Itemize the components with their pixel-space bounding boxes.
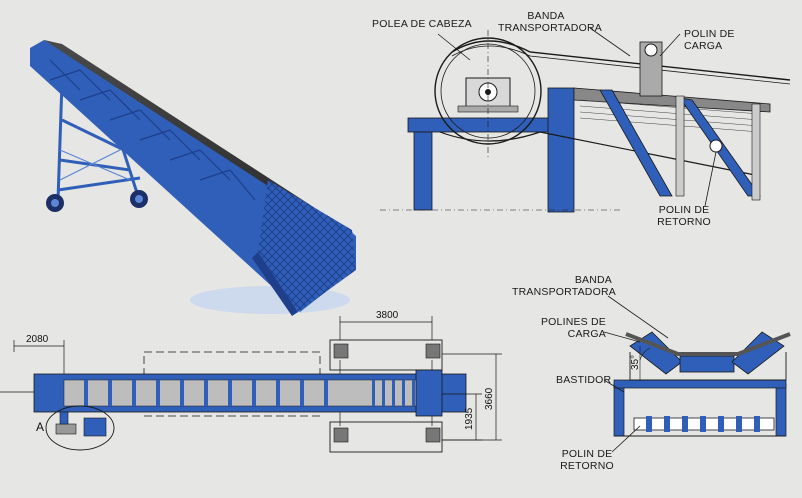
label-bastidor: BASTIDOR	[556, 374, 612, 386]
boom-truss-lattice	[49, 59, 256, 201]
label-polin-de-retorno-top: POLIN DE RETORNO	[657, 204, 711, 228]
drive-motor	[83, 417, 107, 437]
label-polin-de-carga: POLIN DE CARGA	[684, 28, 735, 52]
cross-section	[603, 295, 791, 453]
load-idler-roll	[644, 43, 658, 57]
label-polea-de-cabeza: POLEA DE CABEZA	[372, 18, 472, 30]
cs-frame-right-leg	[775, 383, 787, 437]
cs-leaders	[603, 295, 669, 453]
wheel-right-hub	[135, 195, 143, 203]
load-idler	[639, 41, 663, 97]
label-polines-de-carga: POLINES DE CARGA	[540, 316, 606, 340]
tail-hopper	[258, 180, 356, 312]
truss-top-chord	[573, 87, 771, 113]
label-angle-35: 35°	[630, 354, 641, 370]
dim-3660: 3660	[484, 387, 495, 410]
plan-belt	[63, 379, 425, 407]
dim-3800: 3800	[376, 310, 399, 321]
belt-surface	[44, 40, 352, 232]
truss-vertical	[675, 95, 685, 197]
label-banda-transportadora-top: BANDA TRANSPORTADORA	[498, 10, 602, 34]
cs-frame-left-leg	[613, 383, 625, 437]
plan-box-upper	[329, 339, 443, 371]
detail-label-a: A	[36, 420, 45, 434]
belt-return-line	[439, 131, 761, 177]
plan-tail-box	[415, 369, 443, 417]
dim-2080: 2080	[26, 334, 49, 345]
plan-belt-cleats	[84, 380, 415, 406]
belt-top-line	[451, 40, 791, 81]
plan-dimension-lines	[0, 316, 502, 441]
tail-hopper-side	[252, 252, 298, 316]
label-banda-transportadora-cs: BANDA TRANSPORTADORA	[512, 274, 616, 298]
support-legs	[56, 81, 141, 201]
plan-box-lower	[329, 421, 443, 453]
wheel-left-hub	[51, 199, 59, 207]
detail-circle-a	[45, 405, 115, 451]
label-polin-de-retorno-cs: POLIN DE RETORNO	[560, 448, 614, 472]
plan-view	[0, 316, 502, 453]
drive-coupling	[59, 411, 69, 425]
centre-lines	[380, 30, 620, 211]
cs-angle-arc	[639, 347, 651, 361]
cs-return-idler-cleats	[646, 416, 760, 432]
support-braces	[59, 149, 131, 181]
frame-top-beam	[407, 117, 553, 133]
cs-belt	[625, 332, 791, 356]
head-leaders	[437, 27, 717, 207]
frame-left-column	[413, 131, 433, 211]
plan-wheel-blocks	[333, 343, 441, 443]
dim-1935: 1935	[464, 407, 475, 430]
conveyor-3d-illustration	[30, 40, 356, 316]
truss-vertical-2	[751, 103, 761, 201]
return-idler-roll	[709, 139, 723, 153]
cs-idler-bracket	[629, 352, 787, 381]
cs-frame-top-beam	[613, 379, 787, 389]
head-pulley-section	[380, 27, 791, 213]
cs-idler-center	[679, 355, 735, 373]
frame-right-column	[547, 87, 575, 213]
truss-diagonal-1	[599, 89, 673, 197]
drive-gearbox	[55, 423, 77, 435]
